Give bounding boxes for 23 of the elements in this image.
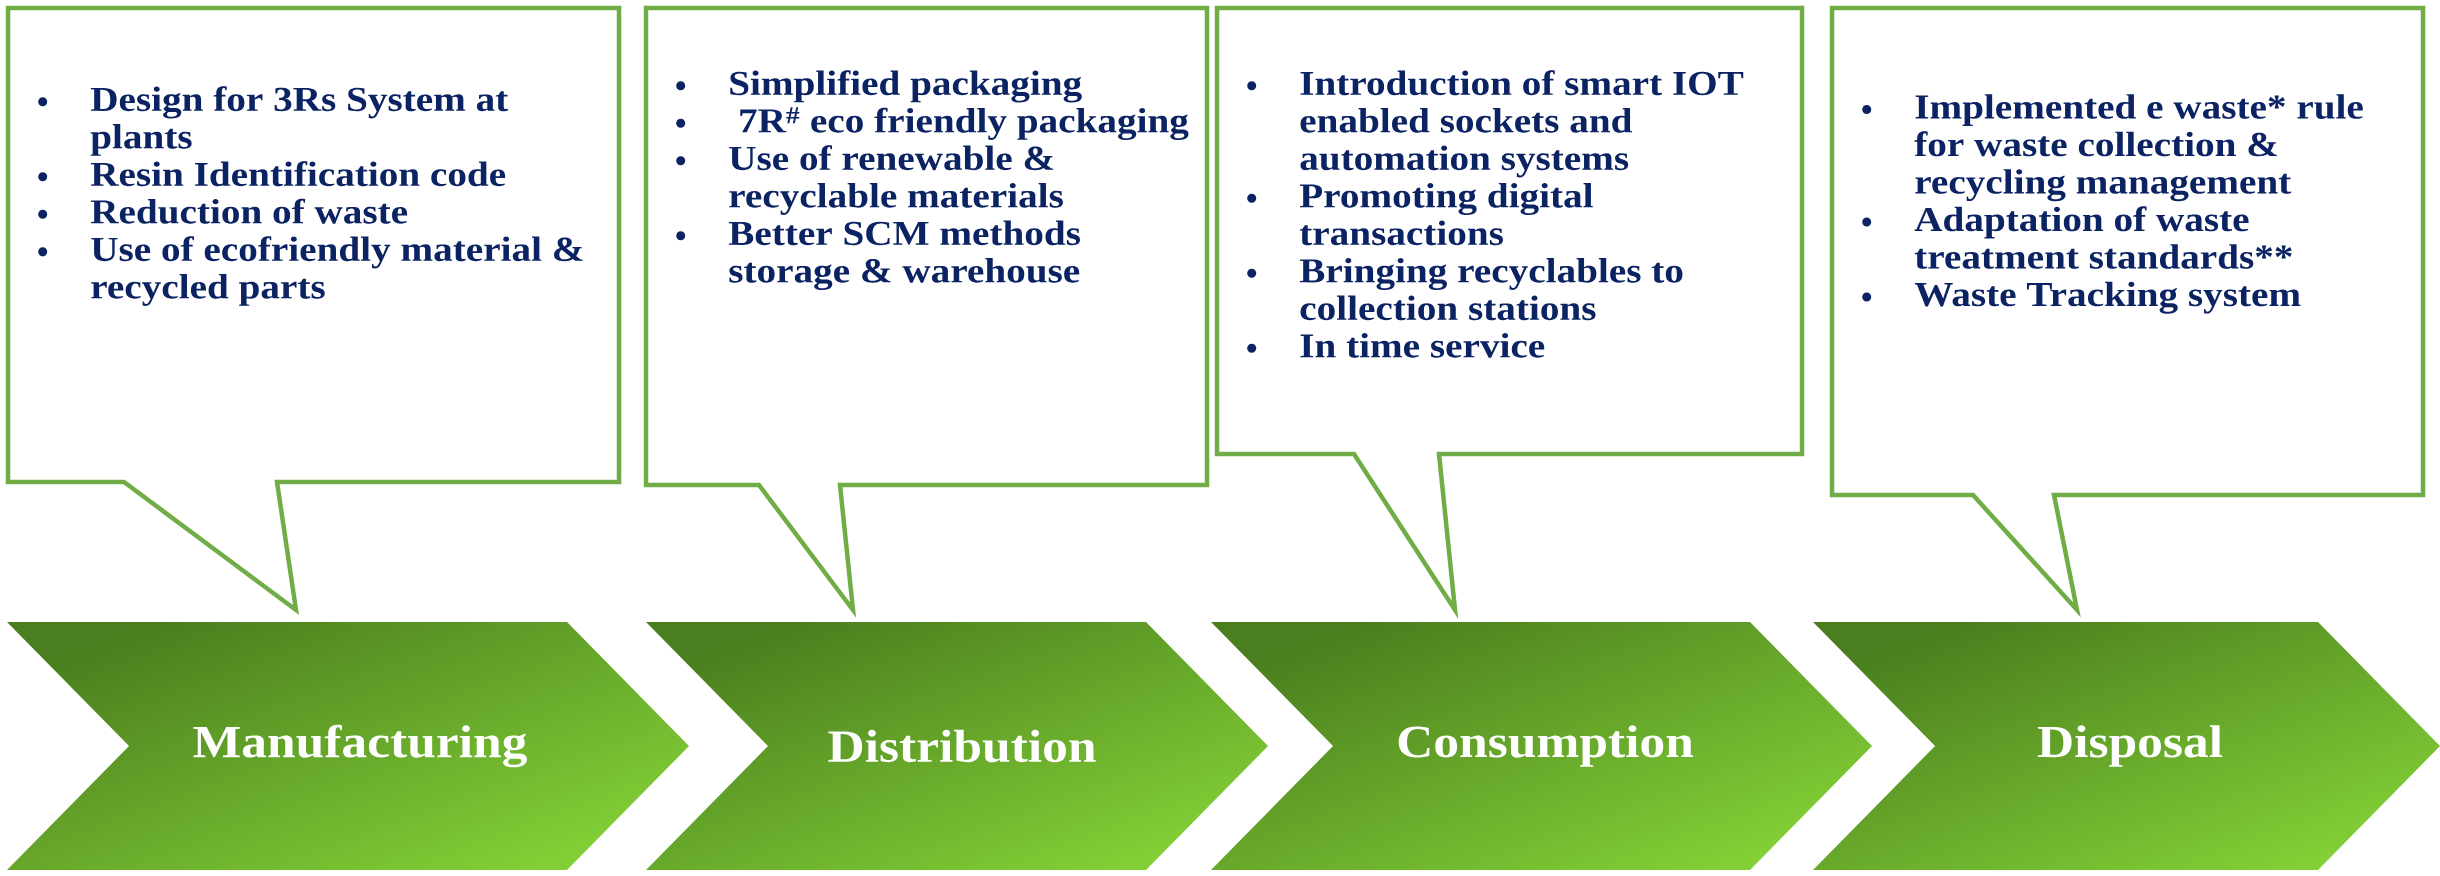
- bullet-item: Design for 3Rs System at plants: [90, 86, 509, 156]
- bullet-item: Simplified packaging: [730, 70, 1082, 103]
- callout-box: [5, 5, 622, 616]
- bullet-item: Promoting digital transactions: [1299, 183, 1593, 246]
- callout-box: [643, 5, 1210, 618]
- bullet-item: Resin Identification code: [90, 161, 506, 187]
- chevron-arrow: Manufacturing: [193, 724, 527, 768]
- bullet-item: Waste Tracking system: [1914, 281, 2301, 314]
- callout-box: [1214, 5, 1805, 620]
- bullet-item: Introduction of smart IOT enabled sockets and automation systems: [1300, 70, 1744, 178]
- bullet-item: Use of ecofriendly material & recycled parts: [91, 236, 583, 306]
- bullet-item: Implemented e waste* rule for waste collection & recycling management: [1914, 94, 2363, 202]
- chevron-arrow: Consumption: [1398, 725, 1694, 767]
- bullet-item: Use of renewable & recyclable materials: [729, 145, 1063, 215]
- bullet-item: Better SCM methods storage & warehouse: [728, 220, 1080, 291]
- callout-box: [1829, 5, 2426, 618]
- bullet-item: 7R$^{#}$ eco friendly packaging: [740, 107, 1189, 141]
- chevron-arrow: Disposal: [2037, 725, 2223, 767]
- bullet-item: In time service: [1300, 333, 1545, 358]
- bullet-item: Bringing recyclables to collection stations: [1299, 258, 1683, 321]
- bullet-item: Adaptation of waste treatment standards**: [1914, 206, 2292, 269]
- bullet-item: Reduction of waste: [90, 198, 408, 224]
- chevron-arrow: Distribution: [828, 729, 1096, 763]
